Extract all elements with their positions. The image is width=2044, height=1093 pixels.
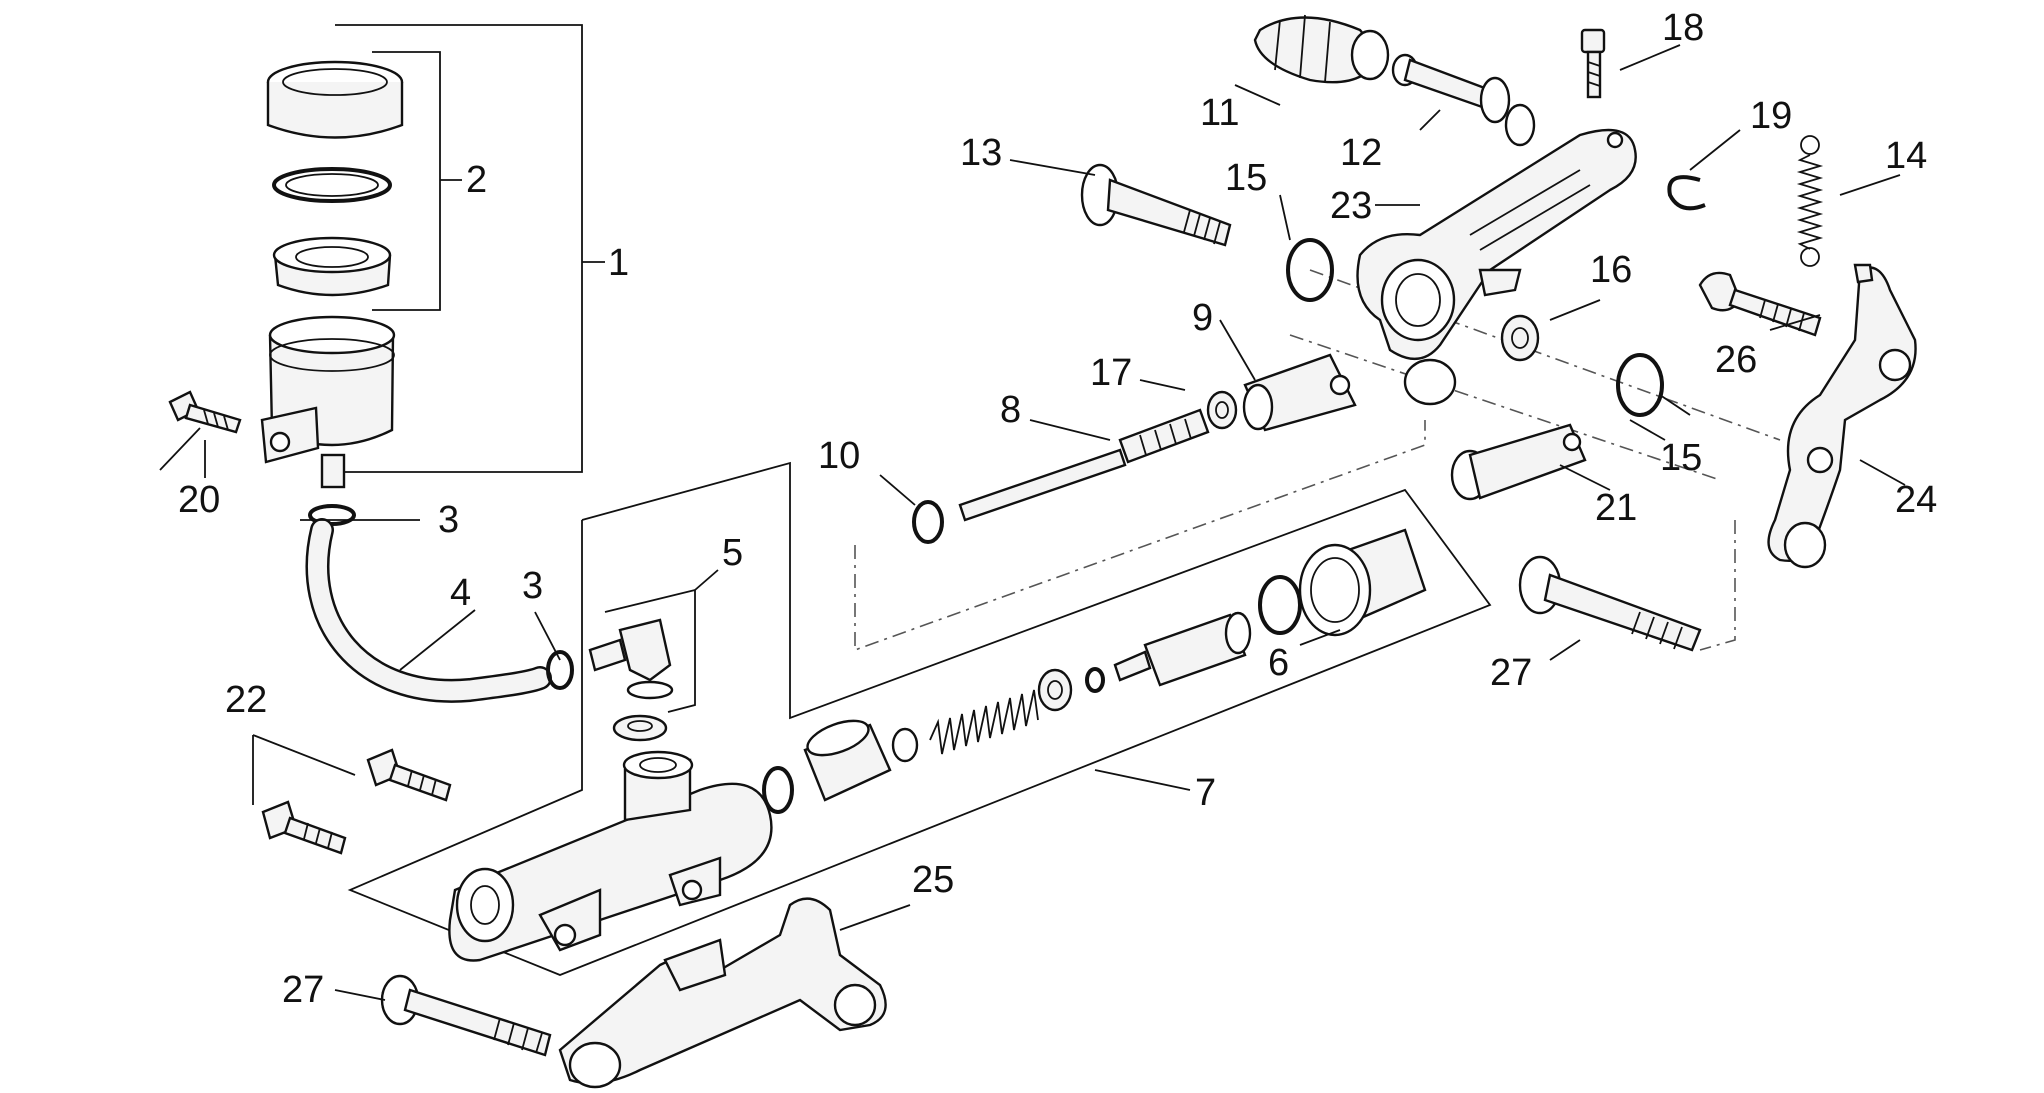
part-o-ring-10 bbox=[912, 500, 944, 544]
callout-19: 19 bbox=[1750, 95, 1792, 137]
part-bolt-20 bbox=[168, 390, 242, 434]
callout-4: 4 bbox=[450, 572, 471, 614]
part-pin-12 bbox=[1391, 53, 1536, 147]
callout-22: 22 bbox=[225, 679, 267, 721]
callout-25: 25 bbox=[912, 859, 954, 901]
part-clevis-9 bbox=[1242, 353, 1357, 432]
callout-15-lower: 15 bbox=[1660, 437, 1702, 479]
callout-7: 7 bbox=[1195, 772, 1216, 814]
part-sleeve bbox=[803, 719, 892, 802]
callout-3-bottom: 3 bbox=[522, 565, 543, 607]
callout-5: 5 bbox=[722, 532, 743, 574]
part-bracket-25 bbox=[558, 897, 887, 1089]
part-lever-24 bbox=[1767, 263, 1917, 569]
callout-24: 24 bbox=[1895, 479, 1937, 521]
part-push-rod bbox=[958, 408, 1210, 522]
callout-18: 18 bbox=[1662, 7, 1704, 49]
part-spring-14 bbox=[1796, 135, 1824, 267]
callout-2: 2 bbox=[466, 159, 487, 201]
part-bolt-27-left bbox=[380, 974, 552, 1057]
part-bolt-22-lower bbox=[261, 800, 347, 855]
callout-17: 17 bbox=[1090, 352, 1132, 394]
callout-9: 9 bbox=[1192, 297, 1213, 339]
part-spring bbox=[891, 689, 1039, 763]
callout-6: 6 bbox=[1268, 642, 1289, 684]
part-clevis-21 bbox=[1450, 423, 1587, 501]
part-reservoir-body bbox=[260, 315, 396, 489]
callout-16: 16 bbox=[1590, 249, 1632, 291]
callout-15-upper: 15 bbox=[1225, 157, 1267, 199]
part-bolt-22-upper bbox=[366, 748, 452, 802]
part-hose-clamp-bottom bbox=[546, 650, 574, 690]
part-hose bbox=[305, 518, 552, 703]
part-o-ring-cylinder bbox=[762, 766, 794, 814]
callout-27-right: 27 bbox=[1490, 652, 1532, 694]
callout-21: 21 bbox=[1595, 487, 1637, 529]
callout-14: 14 bbox=[1885, 135, 1927, 177]
part-pin-13 bbox=[1080, 163, 1232, 247]
part-bolt-26 bbox=[1698, 271, 1822, 337]
part-rubber-11 bbox=[1253, 14, 1390, 84]
part-washer-16 bbox=[1500, 314, 1540, 362]
part-o-ring-15-lower bbox=[1616, 353, 1664, 417]
callout-1: 1 bbox=[608, 242, 629, 284]
part-bolt-27-right bbox=[1518, 555, 1702, 652]
part-circlip bbox=[1258, 575, 1302, 635]
part-o-ring-15-upper bbox=[1286, 238, 1334, 302]
part-dust-boot bbox=[1298, 528, 1427, 637]
callout-13: 13 bbox=[960, 132, 1002, 174]
part-piston bbox=[1113, 611, 1252, 687]
callout-11: 11 bbox=[1200, 92, 1239, 134]
callout-labels: 1 2 3 3 4 5 6 7 8 9 10 11 12 13 14 15 15… bbox=[178, 7, 1937, 1011]
part-master-cylinder-body bbox=[448, 750, 773, 962]
callout-26: 26 bbox=[1715, 339, 1757, 381]
callout-27-left: 27 bbox=[282, 969, 324, 1011]
callout-23: 23 bbox=[1330, 185, 1372, 227]
part-diaphragm bbox=[272, 236, 392, 297]
callout-10: 10 bbox=[818, 435, 860, 477]
callout-12: 12 bbox=[1340, 132, 1382, 174]
part-reservoir-cap bbox=[266, 60, 404, 139]
part-circlip-19 bbox=[1667, 175, 1706, 211]
part-lever-23 bbox=[1356, 128, 1637, 406]
part-gasket-ring bbox=[272, 167, 392, 203]
callout-8: 8 bbox=[1000, 389, 1021, 431]
group-brackets bbox=[335, 24, 1781, 976]
part-elbow-fitting bbox=[588, 618, 674, 742]
part-screw-18 bbox=[1580, 28, 1606, 99]
callout-20: 20 bbox=[178, 479, 220, 521]
leader-lines bbox=[159, 44, 1906, 1001]
part-piston-seal bbox=[1037, 667, 1105, 712]
part-nut-17 bbox=[1206, 390, 1238, 430]
callout-3-top: 3 bbox=[438, 499, 459, 541]
